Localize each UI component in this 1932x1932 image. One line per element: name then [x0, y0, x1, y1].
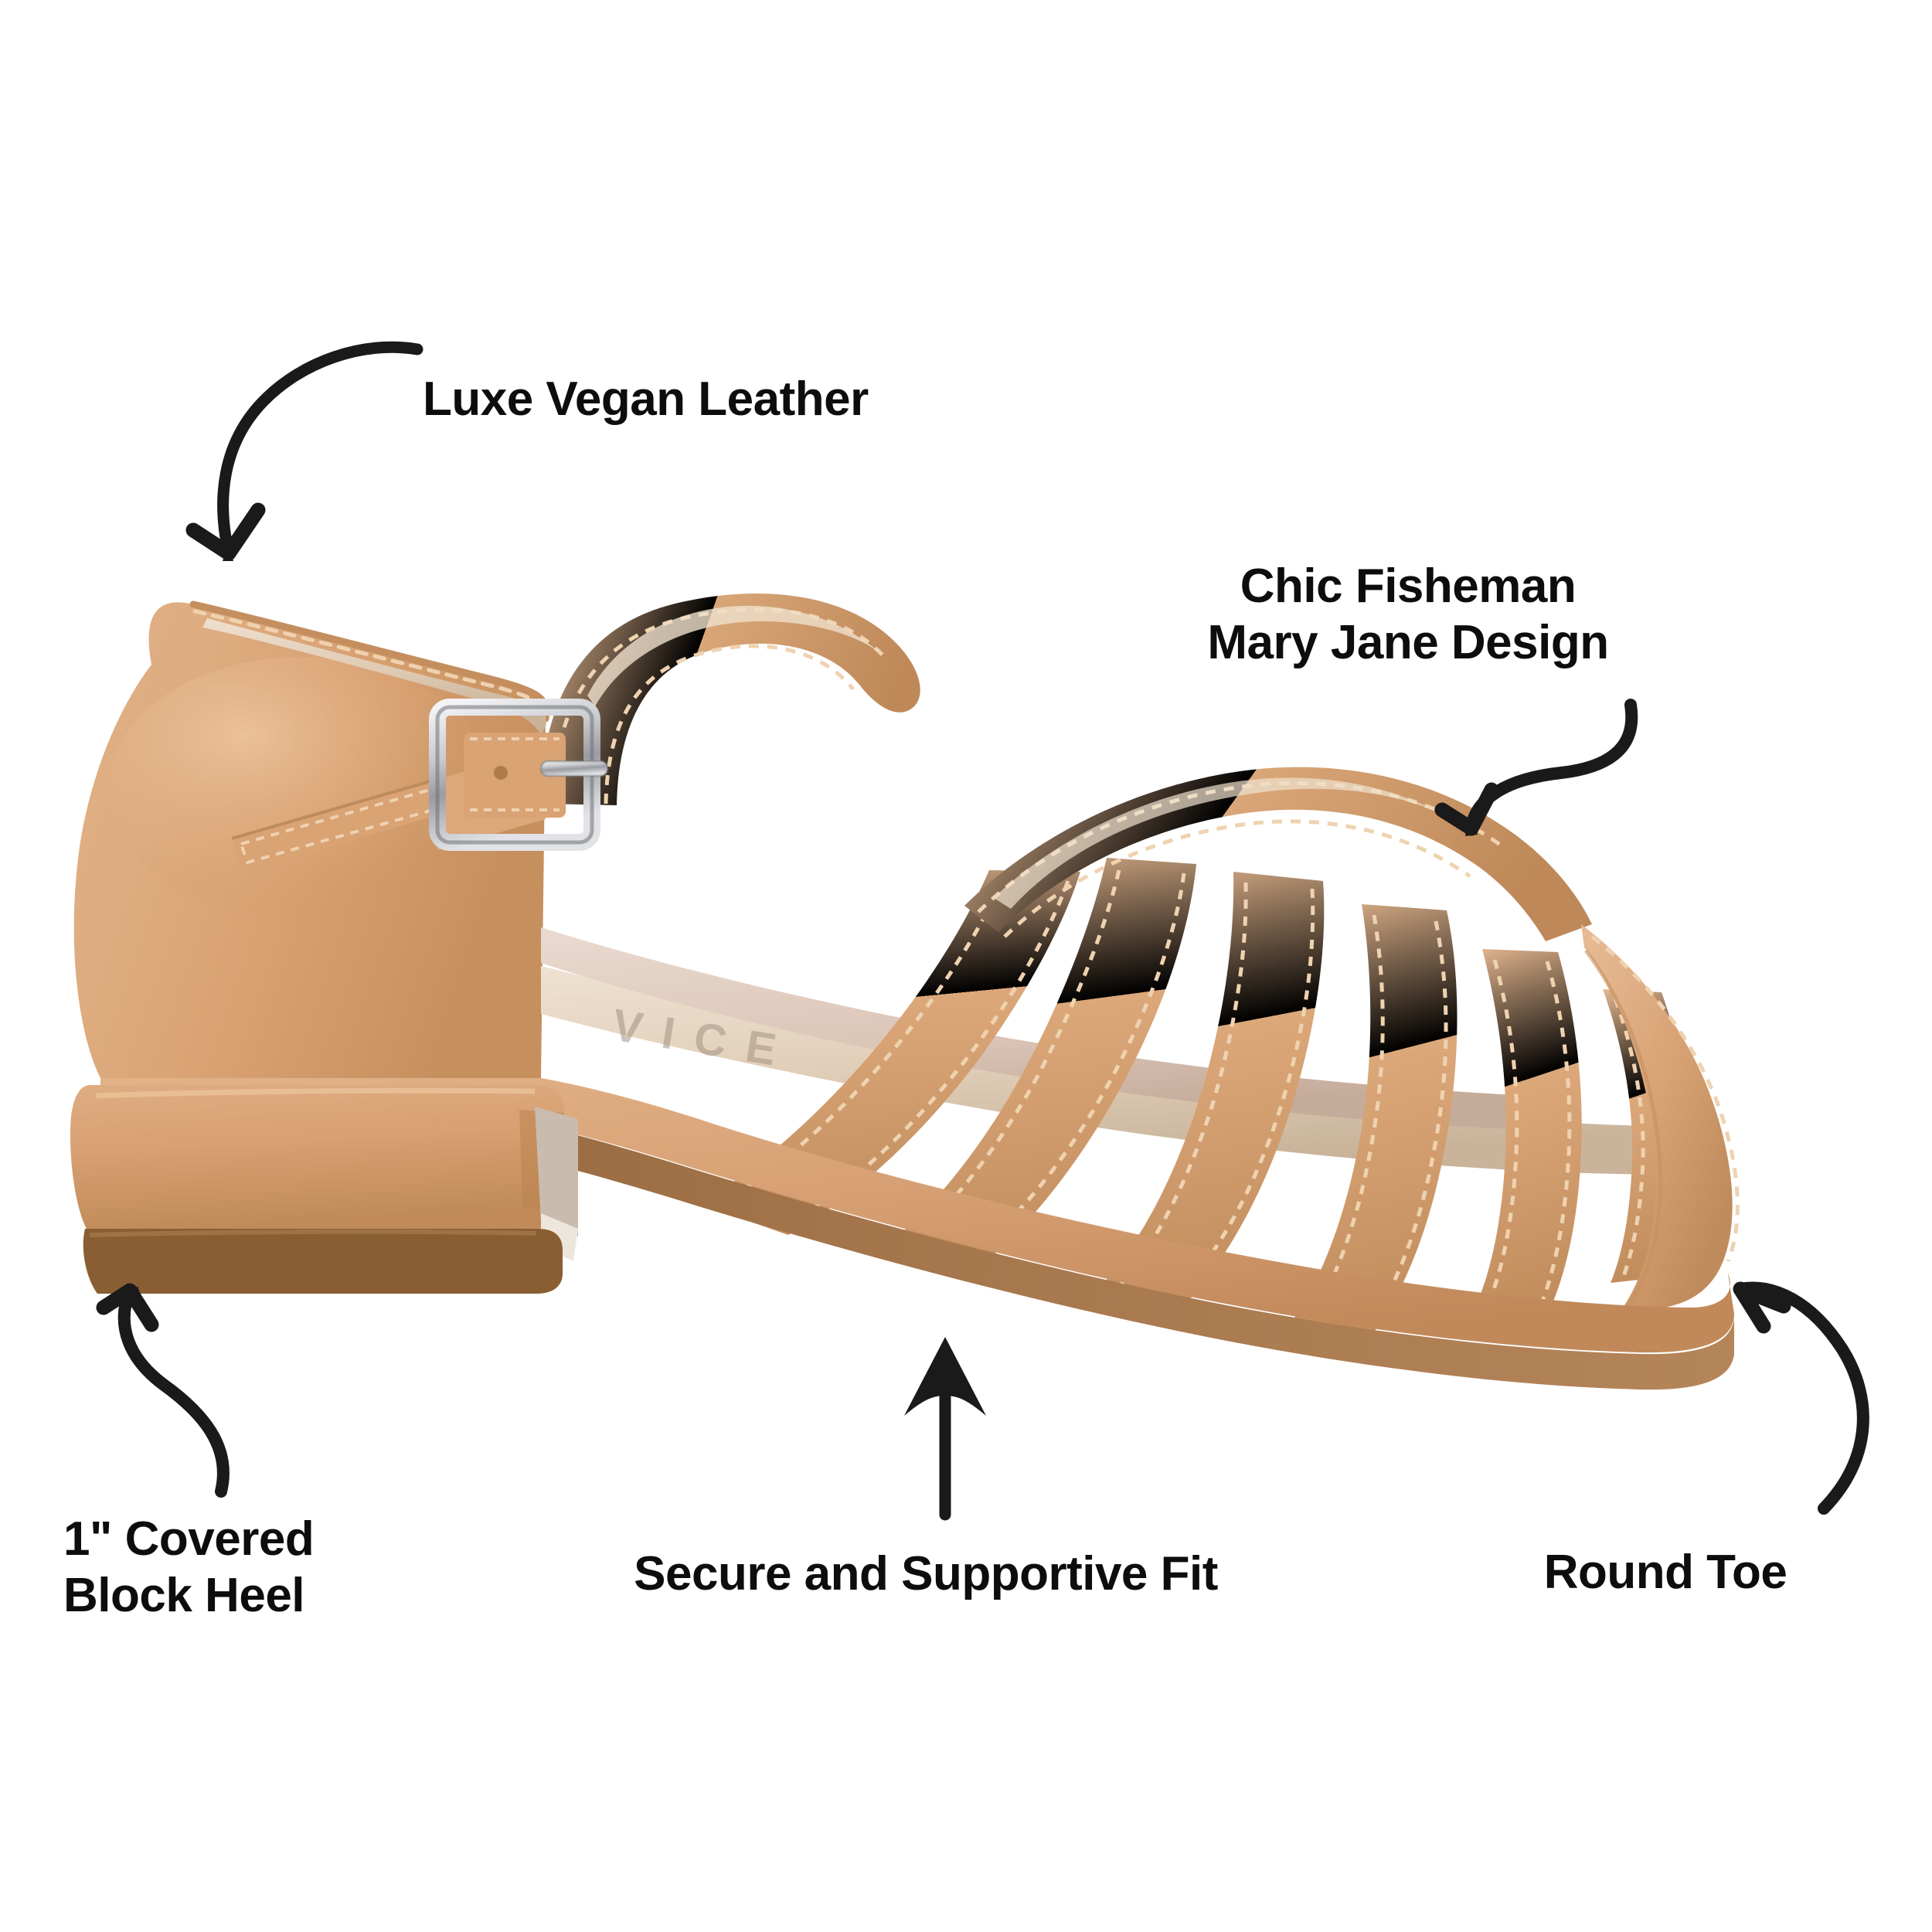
- midsole: [100, 1078, 1734, 1390]
- outsole-edge: [100, 1117, 1734, 1390]
- stitch-line-strap-outer: [551, 607, 887, 801]
- callout-label-luxe-vegan-leather: Luxe Vegan Leather: [423, 372, 869, 426]
- toe-box: [1581, 924, 1740, 1309]
- callout-label-block-heel: 1" Covered Block Heel: [63, 1512, 315, 1623]
- block-heel: [70, 1085, 578, 1294]
- callout-label-round-toe: Round Toe: [1543, 1546, 1787, 1599]
- stitch-line-strap-inner: [604, 644, 855, 804]
- callout-label-mary-jane-design: Chic Fisheman Mary Jane Design: [1207, 560, 1609, 670]
- cage-strap-5: [1470, 949, 1582, 1318]
- toe-cap: [1581, 924, 1733, 1309]
- heel-lift: [83, 1229, 563, 1294]
- buckle[interactable]: [429, 699, 609, 851]
- cage-strap-2: [881, 858, 1196, 1277]
- callout-label-secure-fit: Secure and Supportive Fit: [634, 1547, 1218, 1600]
- cage-strap-3: [1093, 872, 1325, 1314]
- cage-strap-1: [700, 870, 1080, 1235]
